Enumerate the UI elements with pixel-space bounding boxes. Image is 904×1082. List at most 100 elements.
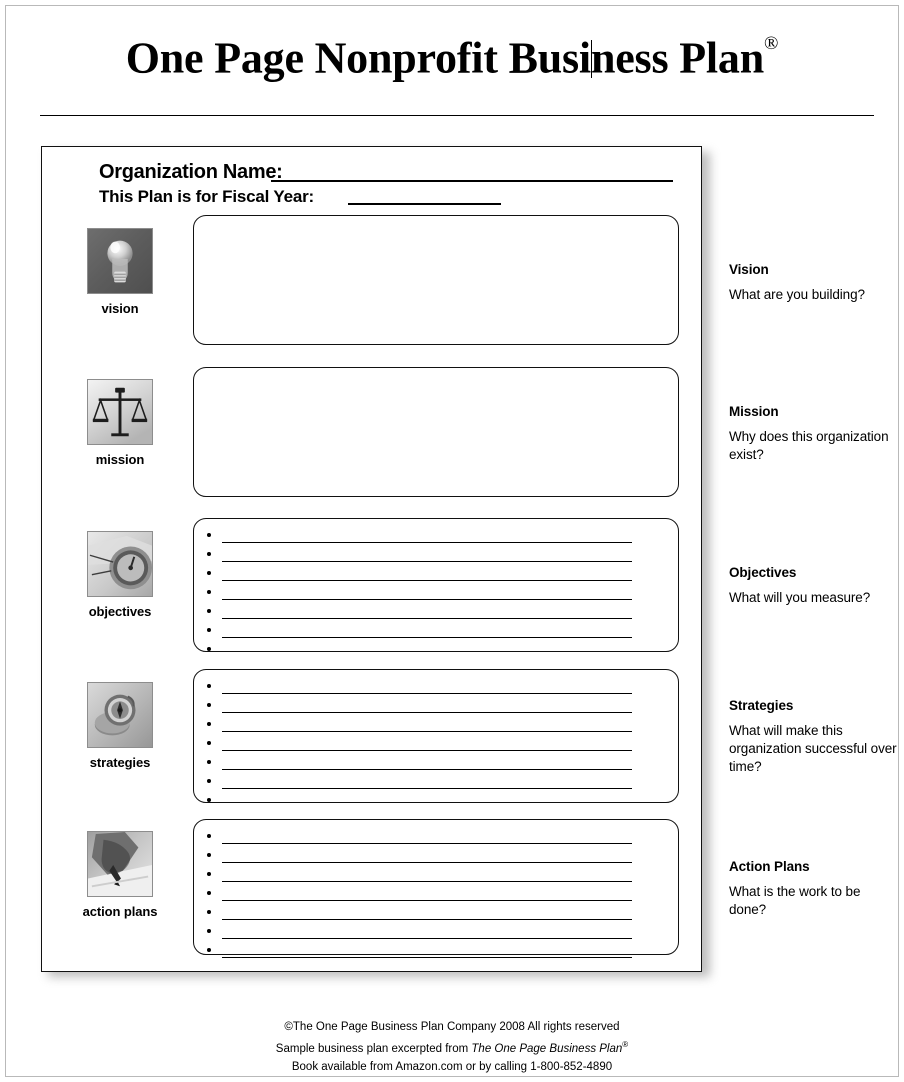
- action-plans-input-box[interactable]: [193, 819, 679, 958]
- bullet-dot-icon: [207, 533, 211, 537]
- strategies-input-box[interactable]: [193, 669, 679, 803]
- write-line[interactable]: [222, 637, 632, 638]
- note-title-vision: Vision: [729, 262, 769, 277]
- bullet-row[interactable]: [204, 583, 666, 602]
- note-title-mission: Mission: [729, 404, 779, 419]
- objectives-input-box[interactable]: [193, 518, 679, 652]
- bullet-row[interactable]: [204, 715, 666, 734]
- note-objectives: Objectives What will you measure?: [729, 564, 899, 607]
- gauge-dial-icon: [87, 531, 153, 597]
- bullet-row[interactable]: [204, 526, 666, 545]
- note-strategies: Strategies What will make this organizat…: [729, 697, 899, 776]
- fiscal-year-label: This Plan is for Fiscal Year:: [99, 187, 314, 206]
- note-mission: Mission Why does this organization exist…: [729, 403, 899, 464]
- bullet-row[interactable]: [204, 753, 666, 772]
- section-icon-mission: mission: [45, 379, 195, 467]
- write-line[interactable]: [222, 769, 632, 770]
- bullet-row[interactable]: [204, 621, 666, 640]
- section-icon-strategies: strategies: [45, 682, 195, 770]
- bullet-row[interactable]: [204, 791, 666, 810]
- action-plans-bullet-list[interactable]: [194, 820, 678, 958]
- footer-copyright: ©The One Page Business Plan Company 2008…: [284, 1021, 620, 1033]
- bullet-row[interactable]: [204, 922, 666, 941]
- write-line[interactable]: [222, 618, 632, 619]
- footer: ©The One Page Business Plan Company 2008…: [0, 1018, 904, 1076]
- bullet-row[interactable]: [204, 903, 666, 922]
- section-icon-objectives: objectives: [45, 531, 195, 619]
- write-line[interactable]: [222, 693, 632, 694]
- bullet-row[interactable]: [204, 545, 666, 564]
- bullet-dot-icon: [207, 722, 211, 726]
- mission-input-box[interactable]: [193, 367, 679, 497]
- bullet-dot-icon: [207, 798, 211, 802]
- bullet-row[interactable]: [204, 640, 666, 659]
- strategies-bullet-list[interactable]: [194, 670, 678, 802]
- bullet-dot-icon: [207, 741, 211, 745]
- note-body-objectives: What will you measure?: [729, 590, 871, 605]
- bullet-row[interactable]: [204, 941, 666, 960]
- footer-book-title: The One Page Business Plan: [471, 1042, 623, 1055]
- text-caret: [591, 40, 592, 78]
- section-icon-label-objectives: objectives: [88, 604, 152, 619]
- write-line[interactable]: [222, 561, 632, 562]
- section-icon-vision: vision: [45, 228, 195, 316]
- fiscal-year-input[interactable]: [348, 203, 501, 205]
- organization-name-input[interactable]: [271, 180, 673, 182]
- write-line[interactable]: [222, 862, 632, 863]
- bullet-dot-icon: [207, 552, 211, 556]
- bullet-dot-icon: [207, 834, 211, 838]
- bullet-dot-icon: [207, 891, 211, 895]
- write-line[interactable]: [222, 731, 632, 732]
- write-line[interactable]: [222, 788, 632, 789]
- bullet-row[interactable]: [204, 696, 666, 715]
- write-line[interactable]: [222, 900, 632, 901]
- bullet-row[interactable]: [204, 884, 666, 903]
- bullet-dot-icon: [207, 684, 211, 688]
- write-line[interactable]: [222, 843, 632, 844]
- bullet-dot-icon: [207, 571, 211, 575]
- bullet-row[interactable]: [204, 865, 666, 884]
- write-line[interactable]: [222, 580, 632, 581]
- bullet-dot-icon: [207, 779, 211, 783]
- note-title-action-plans: Action Plans: [729, 859, 810, 874]
- vision-input-box[interactable]: [193, 215, 679, 345]
- objectives-bullet-list[interactable]: [194, 519, 678, 651]
- note-body-action-plans: What is the work to be done?: [729, 884, 861, 917]
- write-line[interactable]: [222, 938, 632, 939]
- organization-name-label: Organization Name:: [99, 161, 283, 183]
- bullet-row[interactable]: [204, 564, 666, 583]
- compass-icon: [87, 682, 153, 748]
- note-body-vision: What are you building?: [729, 287, 865, 302]
- write-line[interactable]: [222, 712, 632, 713]
- footer-source-prefix: Sample business plan excerpted from: [275, 1042, 472, 1055]
- bullet-row[interactable]: [204, 602, 666, 621]
- footer-registered-icon: ®: [622, 1040, 629, 1049]
- section-icon-label-mission: mission: [95, 452, 145, 467]
- note-action-plans: Action Plans What is the work to be done…: [729, 858, 899, 919]
- note-title-objectives: Objectives: [729, 565, 797, 580]
- bullet-dot-icon: [207, 872, 211, 876]
- write-line[interactable]: [222, 750, 632, 751]
- bullet-dot-icon: [207, 647, 211, 651]
- lightbulb-icon: [87, 228, 153, 294]
- note-body-mission: Why does this organization exist?: [729, 429, 889, 462]
- write-line[interactable]: [222, 881, 632, 882]
- write-line[interactable]: [222, 919, 632, 920]
- bullet-row[interactable]: [204, 846, 666, 865]
- bullet-row[interactable]: [204, 827, 666, 846]
- bullet-row[interactable]: [204, 677, 666, 696]
- bullet-dot-icon: [207, 948, 211, 952]
- bullet-dot-icon: [207, 703, 211, 707]
- bullet-dot-icon: [207, 590, 211, 594]
- bullet-row[interactable]: [204, 734, 666, 753]
- write-line[interactable]: [222, 542, 632, 543]
- bullet-row[interactable]: [204, 772, 666, 791]
- note-body-strategies: What will make this organization success…: [729, 723, 897, 774]
- write-line[interactable]: [222, 599, 632, 600]
- note-title-strategies: Strategies: [729, 698, 794, 713]
- footer-source: Sample business plan excerpted from The …: [0, 1036, 904, 1058]
- bullet-dot-icon: [207, 929, 211, 933]
- write-line[interactable]: [222, 957, 632, 958]
- registered-trademark-icon: ®: [763, 33, 779, 54]
